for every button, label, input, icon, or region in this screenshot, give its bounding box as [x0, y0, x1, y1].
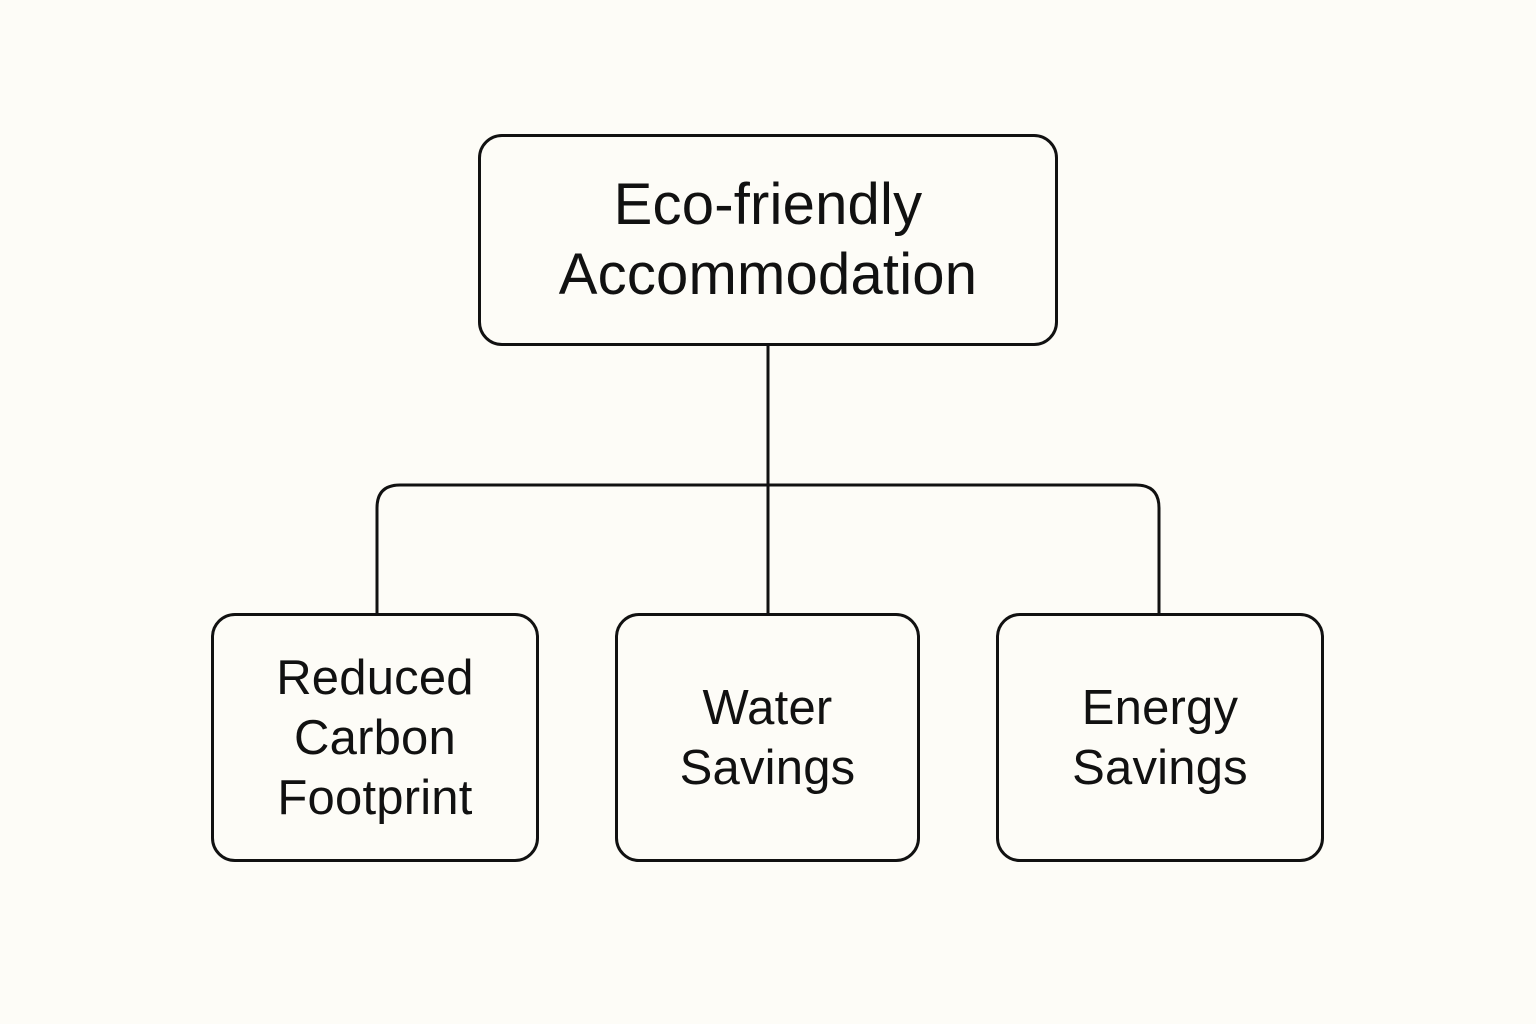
root-node: Eco-friendly Accommodation	[478, 134, 1058, 346]
child-node-reduced-carbon-footprint: Reduced Carbon Footprint	[211, 613, 539, 862]
child-node-water-savings: Water Savings	[615, 613, 920, 862]
child-node-label: Reduced Carbon Footprint	[276, 650, 474, 825]
child-node-label: Water Savings	[679, 680, 856, 795]
child-node-label: Energy Savings	[1072, 680, 1248, 795]
connector-branch-right	[768, 483, 1161, 613]
child-node-energy-savings: Energy Savings	[996, 613, 1324, 862]
connector-branch-left	[375, 483, 768, 613]
root-node-label: Eco-friendly Accommodation	[558, 172, 978, 307]
